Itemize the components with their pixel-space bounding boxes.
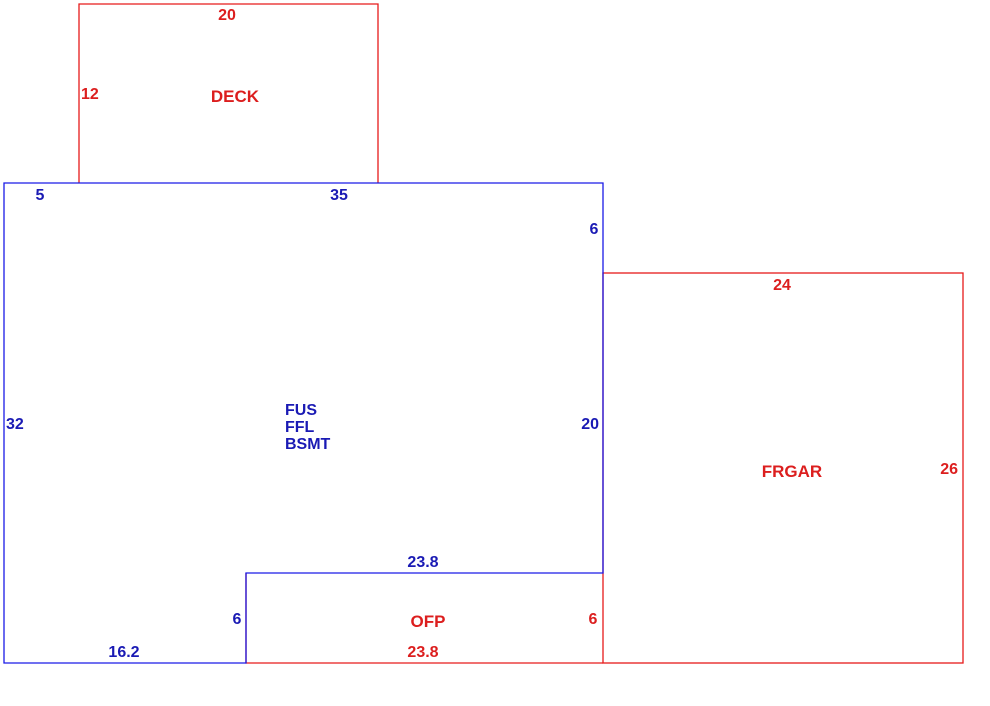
main-house-outline	[3, 182, 604, 664]
garage-right-dimension: 26	[940, 461, 958, 478]
deck-left-dimension: 12	[81, 86, 99, 103]
porch-bottom-dimension: 23.8	[407, 644, 438, 661]
main-notch-top-dimension: 23.8	[407, 554, 438, 571]
main-area-label-line-1: FUS	[285, 402, 317, 419]
main-notch-left-dimension: 6	[233, 611, 242, 628]
main-top-left-offset-dimension: 5	[36, 187, 45, 204]
porch-area-label: OFP	[411, 612, 446, 631]
deck-top-dimension: 20	[218, 7, 236, 24]
garage-top-dimension: 24	[773, 277, 791, 294]
main-right-step-dimension: 6	[590, 221, 599, 238]
deck-area-label: DECK	[211, 87, 260, 106]
garage-area-label: FRGAR	[762, 462, 822, 481]
main-area-label-line-3: BSMT	[285, 436, 331, 453]
main-area-label-line-2: FFL	[285, 419, 315, 436]
main-top-dimension: 35	[330, 187, 348, 204]
deck-outline	[78, 3, 379, 183]
main-right-dimension: 20	[581, 416, 599, 433]
area-outlines	[3, 3, 964, 664]
main-bottom-left-dimension: 16.2	[108, 644, 139, 661]
porch-right-dimension: 6	[589, 611, 598, 628]
main-left-dimension: 32	[6, 416, 24, 433]
